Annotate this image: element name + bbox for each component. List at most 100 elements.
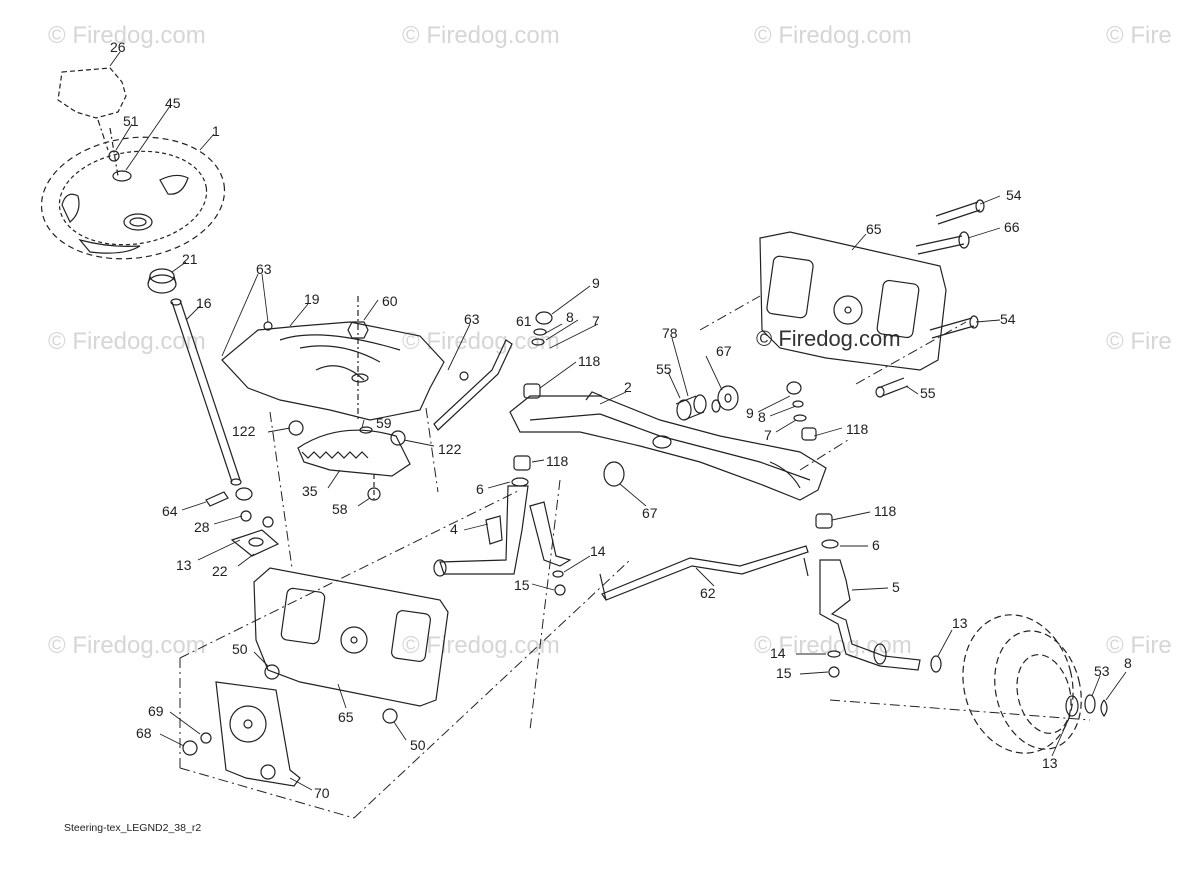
part-14-washer [827,650,841,658]
part-64-pin [205,491,229,507]
part-54-bolt [929,315,979,339]
callout-63: 63 [464,311,480,327]
part-54-bolt [935,199,985,225]
watermark: © Fire [1106,22,1172,49]
callout-122: 122 [438,441,462,457]
part-50-nut [382,708,398,724]
callout-1: 1 [212,123,220,139]
callout-8: 8 [758,409,766,425]
part-55-spacer [875,377,909,398]
watermark: © Firedog.com [48,328,206,355]
part-67-plate [717,385,739,411]
part-26-cover [57,67,127,119]
part-9-cap [535,311,553,325]
callout-61: 61 [516,313,532,329]
callout-50: 50 [232,641,248,657]
callout-51: 51 [123,113,139,129]
part-69-washer [200,732,212,744]
callout-6: 6 [872,537,880,553]
part-9-cap [786,381,802,395]
part-62-tie-rod [601,545,809,601]
callout-26: 26 [110,39,126,55]
callout-62: 62 [700,585,716,601]
part-8-clip [792,400,804,408]
callout-7: 7 [592,313,600,329]
watermark: © Firedog.com [402,328,560,355]
callout-55: 55 [920,385,936,401]
watermark: © Firedog.com [754,22,912,49]
callout-60: 60 [382,293,398,309]
callout-54: 54 [1006,187,1022,203]
callout-13: 13 [176,557,192,573]
callout-118: 118 [546,453,569,469]
part-6-washer [821,539,839,549]
part-15-nut [554,584,566,596]
part-53-washer [1084,694,1096,714]
part-50-nut [264,664,280,680]
callout-64: 64 [162,503,178,519]
part-118-bushing [513,455,531,471]
watermark: © Fire [1106,328,1172,355]
callout-4: 4 [450,521,458,537]
part-59-washer [359,426,373,434]
callout-59: 59 [376,415,392,431]
callout-66: 66 [1004,219,1020,235]
part-66-bolt [915,231,970,255]
callout-16: 16 [196,295,212,311]
callout-122: 122 [232,423,256,439]
part-5-spindle [819,559,921,671]
callout-22: 22 [212,563,228,579]
callout-9: 9 [592,275,600,291]
callout-67: 67 [716,343,732,359]
watermark: © Fire [1106,632,1172,659]
callout-15: 15 [514,577,530,593]
part-13-washer [1065,695,1079,717]
part-45-washer [112,170,132,182]
callout-8: 8 [1124,655,1132,671]
callout-14: 14 [770,645,786,661]
callout-9: 9 [746,405,754,421]
callout-65: 65 [338,709,354,725]
part-1-steering-wheel [40,136,226,260]
callout-19: 19 [304,291,320,307]
callout-118: 118 [874,503,897,519]
callout-55: 55 [656,361,672,377]
part-65-lower-bracket [253,567,449,707]
diagram-caption: Steering-tex_LEGND2_38_r2 [64,822,202,834]
callout-14: 14 [590,543,606,559]
callout-65: 65 [866,221,882,237]
part-60-nut [347,321,369,339]
callout-5: 5 [892,579,900,595]
callout-69: 69 [148,703,164,719]
part-118-bushing [801,427,817,441]
callout-68: 68 [136,725,152,741]
callout-78: 78 [662,325,678,341]
part-15-nut [828,666,840,678]
part-65-upper-bracket [759,231,947,371]
callout-63: 63 [256,261,272,277]
part-22-bracket [230,529,280,557]
watermark-center: © Firedog.com [756,326,901,351]
watermark: © Firedog.com [48,632,206,659]
part-7-washer [793,414,807,422]
callout-58: 58 [332,501,348,517]
callout-70: 70 [314,785,330,801]
callout-8: 8 [566,309,574,325]
callout-2: 2 [624,379,632,395]
part-4-spindle [439,485,529,575]
part-pivot-rod [433,339,513,431]
part-67-plate-lower [603,461,625,487]
part-70-plate [215,681,301,787]
callout-118: 118 [578,353,601,369]
part-8-clip [1100,699,1108,718]
callout-28: 28 [194,519,210,535]
part-118-bushing [523,383,541,399]
wheel-assembly [962,614,1082,754]
callout-6: 6 [476,481,484,497]
part-2-front-axle [509,395,827,501]
watermark: © Firedog.com [402,22,560,49]
part-122-bushing [288,420,304,436]
callout-13: 13 [952,615,968,631]
